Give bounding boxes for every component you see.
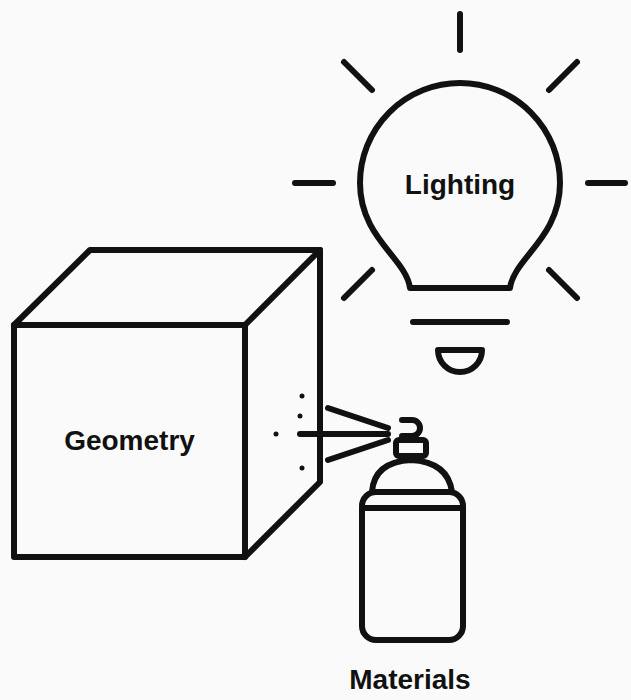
bulb-node: Lighting (372, 100, 548, 270)
cube-node: Geometry (14, 325, 245, 557)
light-rays (295, 14, 625, 298)
cube (14, 250, 320, 557)
node-label: Materials (349, 665, 470, 696)
node-label: Geometry (64, 426, 195, 457)
bulb-base (413, 319, 507, 325)
node-label: Lighting (405, 170, 515, 201)
spray-can (362, 420, 463, 640)
bulb-outline (360, 83, 560, 288)
bulb-tip (438, 350, 482, 372)
spray (274, 394, 389, 471)
can-node: Materials (315, 650, 505, 696)
